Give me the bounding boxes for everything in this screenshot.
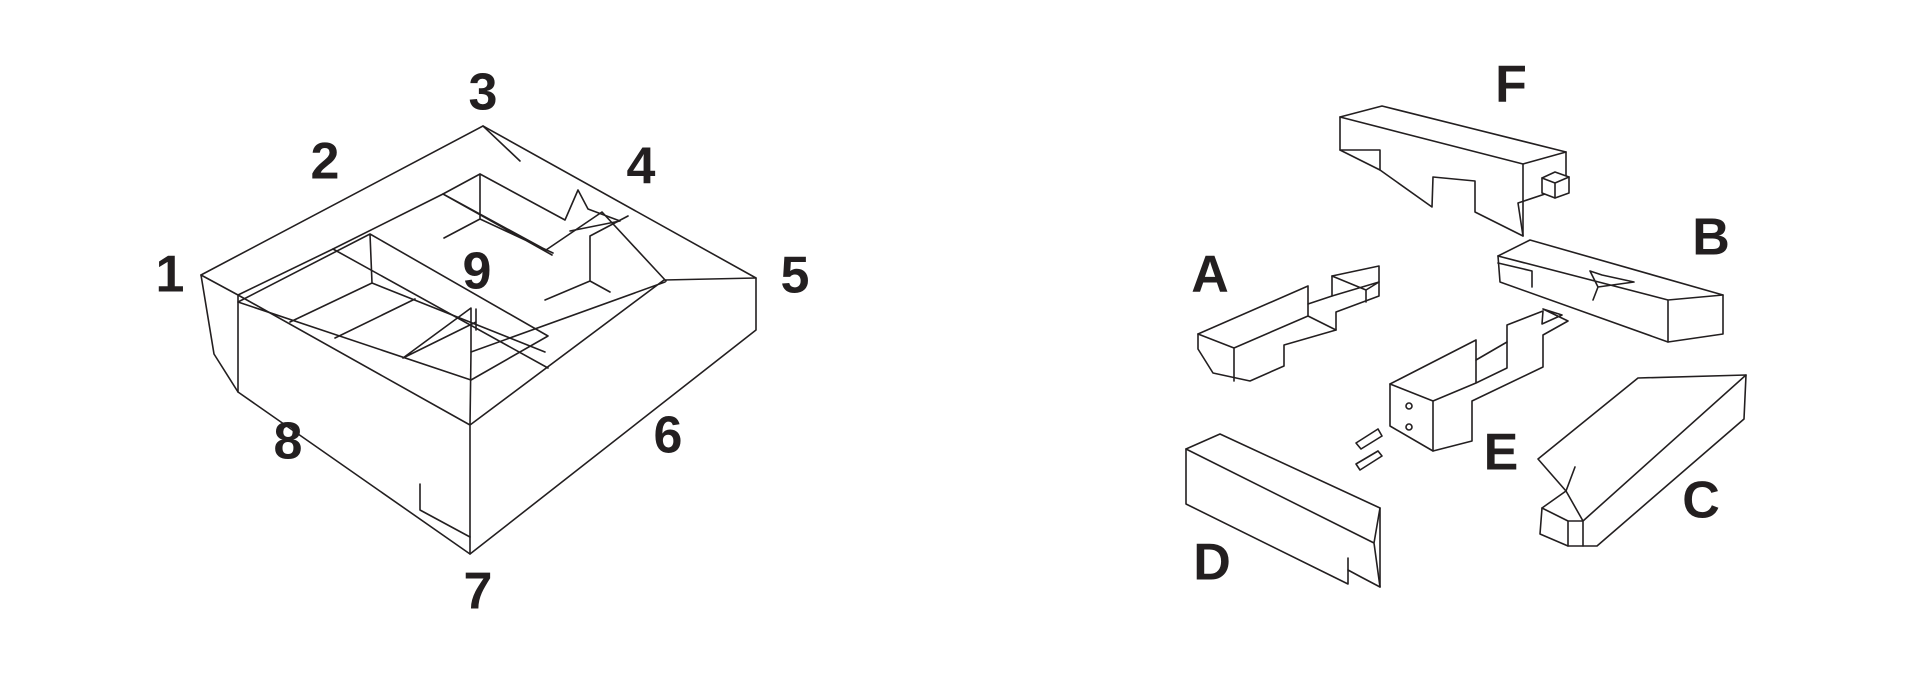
dowels <box>1355 428 1383 471</box>
part-label-d: D <box>1193 534 1231 592</box>
frame-label-8: 8 <box>274 413 303 471</box>
frame-right-trough <box>332 173 667 301</box>
frame-label-4: 4 <box>627 138 656 196</box>
part-label-c: C <box>1682 472 1720 530</box>
frame-label-7: 7 <box>464 563 493 621</box>
frame-top-right-notch <box>442 125 621 232</box>
part-label-b: B <box>1692 209 1730 267</box>
part-d <box>1185 433 1381 588</box>
part-a <box>1197 265 1380 382</box>
frame-label-3: 3 <box>469 64 498 122</box>
frame-label-2: 2 <box>311 133 340 191</box>
part-labels: A B C D E F <box>1191 56 1730 592</box>
part-label-a: A <box>1191 246 1229 304</box>
frame-outline <box>200 125 757 555</box>
frame-label-6: 6 <box>654 407 683 465</box>
part-label-f: F <box>1495 56 1527 114</box>
part-label-e: E <box>1484 424 1519 482</box>
part-f <box>1339 105 1570 237</box>
frame-bottom-notch <box>419 483 471 538</box>
part-b <box>1497 239 1724 343</box>
frame-label-5: 5 <box>781 247 810 305</box>
frame-left-trough <box>237 233 549 381</box>
frame-label-9: 9 <box>463 243 492 301</box>
part-c <box>1537 374 1747 547</box>
assembled-frame <box>200 125 757 555</box>
frame-labels: 1 2 3 4 5 6 7 8 9 <box>156 64 810 621</box>
frame-label-1: 1 <box>156 246 185 304</box>
part-e <box>1389 308 1569 452</box>
